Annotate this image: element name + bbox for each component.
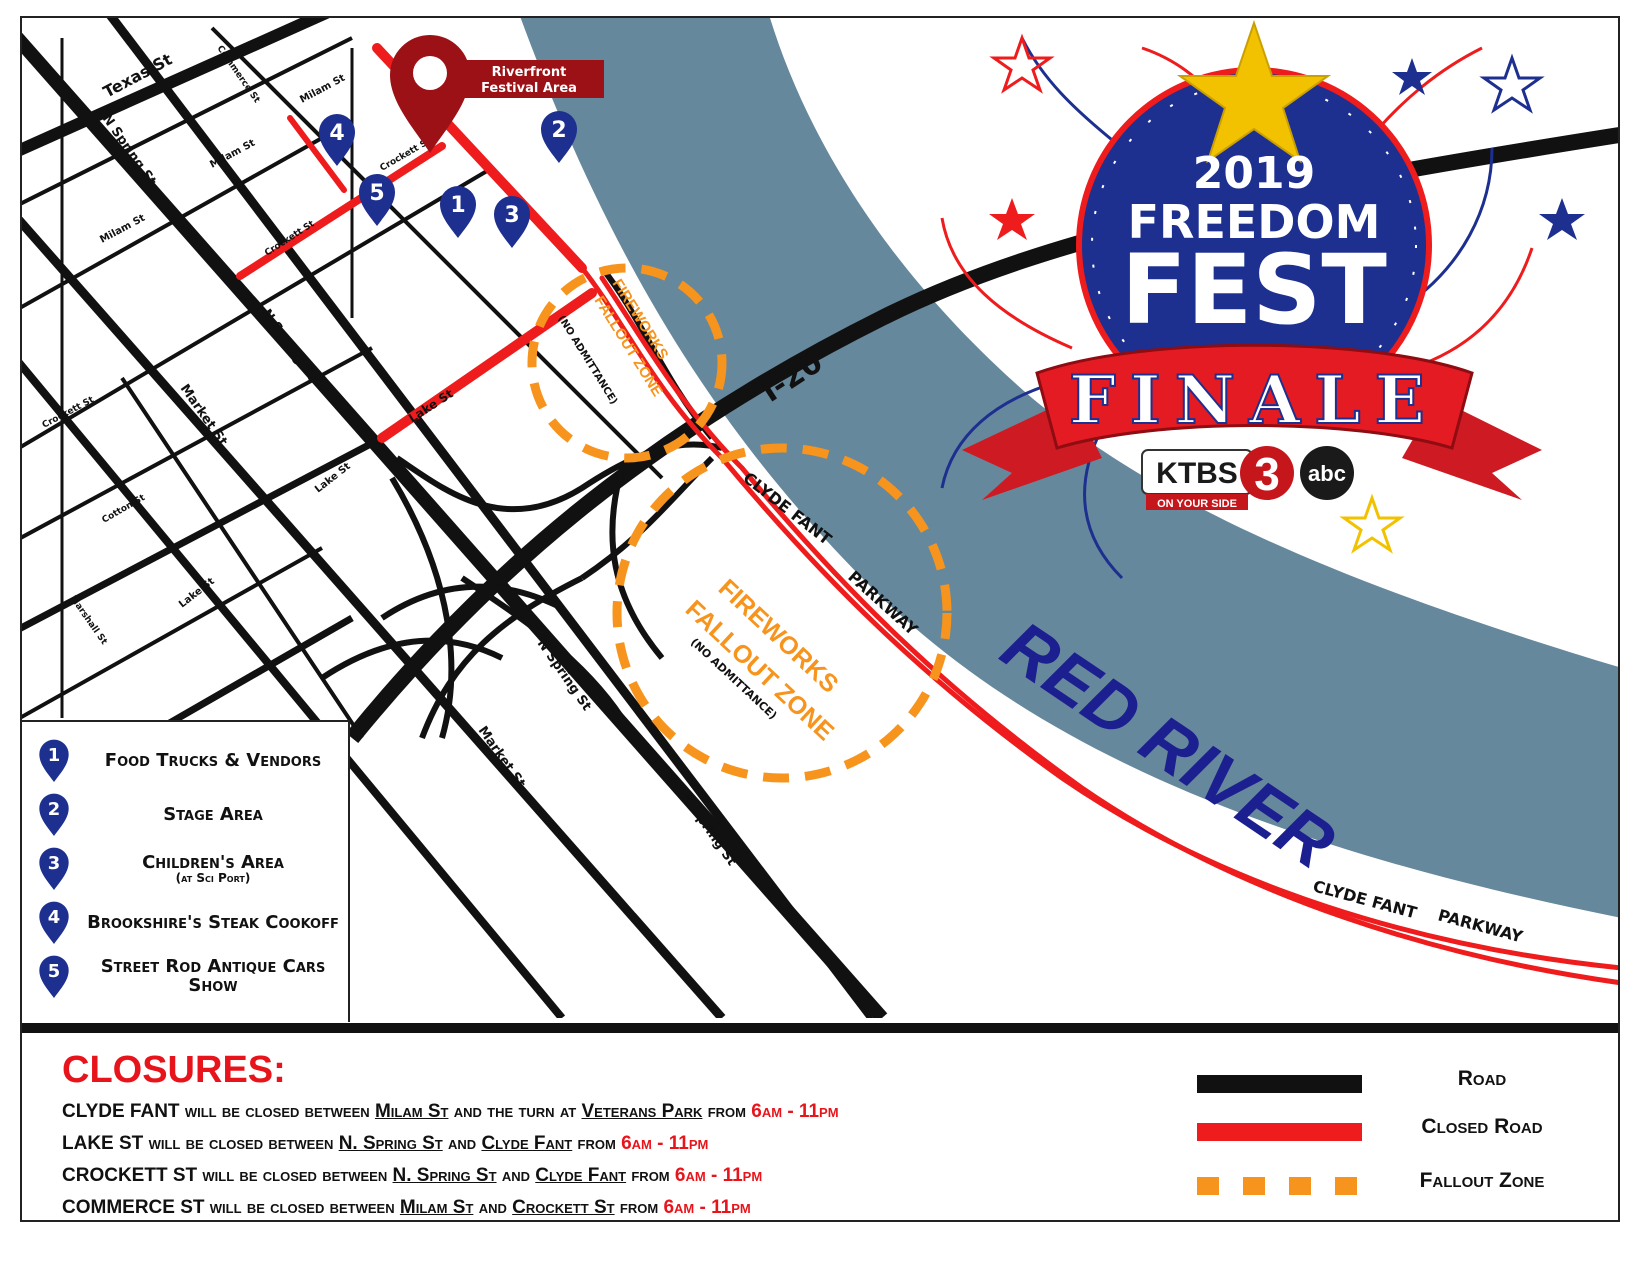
fallout-zone-swatch xyxy=(1197,1177,1362,1195)
festival-area-label-1: Riverfront xyxy=(492,65,567,80)
map-marker-3[interactable]: 3 xyxy=(494,196,530,248)
svg-text:1: 1 xyxy=(48,745,60,766)
festival-area-label-2: Festival Area xyxy=(481,81,577,96)
abc-network: abc xyxy=(1308,461,1346,486)
legend-label-1: Food Trucks & Vendors xyxy=(104,749,322,771)
key-road-label: Road xyxy=(1457,1067,1507,1090)
closed-road-swatch xyxy=(1197,1123,1362,1141)
marker-1-icon: 1 xyxy=(39,739,69,782)
legend-sublabel-3: (at Sci Port) xyxy=(175,870,251,885)
key-fallout-zone: Fallout Zone xyxy=(1197,1165,1577,1205)
map-marker-4[interactable]: 4 xyxy=(319,114,355,166)
event-map: Texas St Commerce St Milam St Milam St M… xyxy=(20,16,1620,1222)
closure-line-1: CLYDE FANT will be closed between Milam … xyxy=(62,1101,839,1122)
logo-fest: FEST xyxy=(1121,234,1387,346)
ktbs-logo: KTBS ON YOUR SIDE 3 abc xyxy=(1141,446,1354,510)
logo-freedom: FREEDOM xyxy=(1128,195,1381,249)
closures-title: CLOSURES: xyxy=(62,1049,286,1091)
label-market-st-2: Market St xyxy=(475,724,528,791)
legend-item-1: 1 Food Trucks & Vendors xyxy=(22,734,348,786)
svg-text:4: 4 xyxy=(329,121,344,146)
map-canvas: Texas St Commerce St Milam St Milam St M… xyxy=(22,18,1618,1018)
legend-label-4: Brookshire's Steak Cookoff xyxy=(87,911,339,933)
closure-line-3: CROCKETT ST will be closed between N. Sp… xyxy=(62,1165,763,1186)
label-marshall-st: Marshall St xyxy=(68,594,110,647)
key-road: Road xyxy=(1197,1063,1577,1103)
festival-area-label-box xyxy=(454,60,604,98)
logo-gold-star xyxy=(1176,19,1332,164)
freedom-fest-logo: 2019 FREEDOM FEST FINALE KTBS ON YOUR SI… xyxy=(940,19,1585,580)
legend-item-4: 4 Brookshire's Steak Cookoff xyxy=(22,896,348,948)
svg-text:2: 2 xyxy=(551,118,566,143)
legend-item-5: 5 Street Rod Antique Cars Show xyxy=(22,950,348,1002)
label-clyde-fant-2: CLYDE FANT xyxy=(1311,877,1419,923)
svg-text:5: 5 xyxy=(48,961,60,982)
svg-text:3: 3 xyxy=(48,853,60,874)
label-milam-st-1: Milam St xyxy=(298,73,347,106)
marker-2-icon: 2 xyxy=(39,793,69,836)
ktbs-tagline: ON YOUR SIDE xyxy=(1157,498,1237,510)
finale-banner xyxy=(1035,343,1474,450)
closure-line-4: COMMERCE ST will be closed between Milam… xyxy=(62,1197,751,1218)
festival-area-pin xyxy=(390,35,470,153)
label-lake-st-1: Lake St xyxy=(406,386,456,425)
ktbs-station: KTBS xyxy=(1156,457,1238,490)
marker-5-icon: 5 xyxy=(39,955,69,998)
map-marker-1[interactable]: 1 xyxy=(440,186,476,238)
marker-3-icon: 3 xyxy=(39,847,69,890)
map-marker-5[interactable]: 5 xyxy=(359,174,395,226)
legend-item-2: 2 Stage Area xyxy=(22,788,348,840)
logo-finale: FINALE xyxy=(1069,361,1439,439)
ktbs-channel: 3 xyxy=(1254,448,1280,500)
legend-label-5: Street Rod Antique Cars Show xyxy=(100,956,326,996)
fallout-zones xyxy=(527,263,952,783)
svg-text:5: 5 xyxy=(369,181,384,206)
label-n-spring-st-2: N Spring St xyxy=(259,307,319,384)
svg-text:2: 2 xyxy=(48,799,60,820)
closure-line-2: LAKE ST will be closed between N. Spring… xyxy=(62,1133,709,1154)
legend-item-3: 3 Children's Area(at Sci Port) xyxy=(22,842,348,894)
closures-panel: CLOSURES: CLYDE FANT will be closed betw… xyxy=(22,1023,1618,1220)
svg-text:1: 1 xyxy=(450,193,465,218)
svg-text:3: 3 xyxy=(504,203,519,228)
svg-text:4: 4 xyxy=(48,907,60,928)
logo-year: 2019 xyxy=(1193,148,1315,199)
road-swatch xyxy=(1197,1075,1362,1093)
legend-label-3: Children's Area xyxy=(142,851,284,873)
map-marker-2[interactable]: 2 xyxy=(541,111,577,163)
key-fallout-zone-label: Fallout Zone xyxy=(1419,1169,1545,1192)
key-closed-road-label: Closed Road xyxy=(1421,1115,1543,1138)
legend-label-2: Stage Area xyxy=(163,803,263,825)
map-legend: 1 Food Trucks & Vendors 2 Stage Area 3 C… xyxy=(22,720,350,1022)
marker-4-icon: 4 xyxy=(39,901,69,944)
key-closed-road: Closed Road xyxy=(1197,1111,1577,1151)
